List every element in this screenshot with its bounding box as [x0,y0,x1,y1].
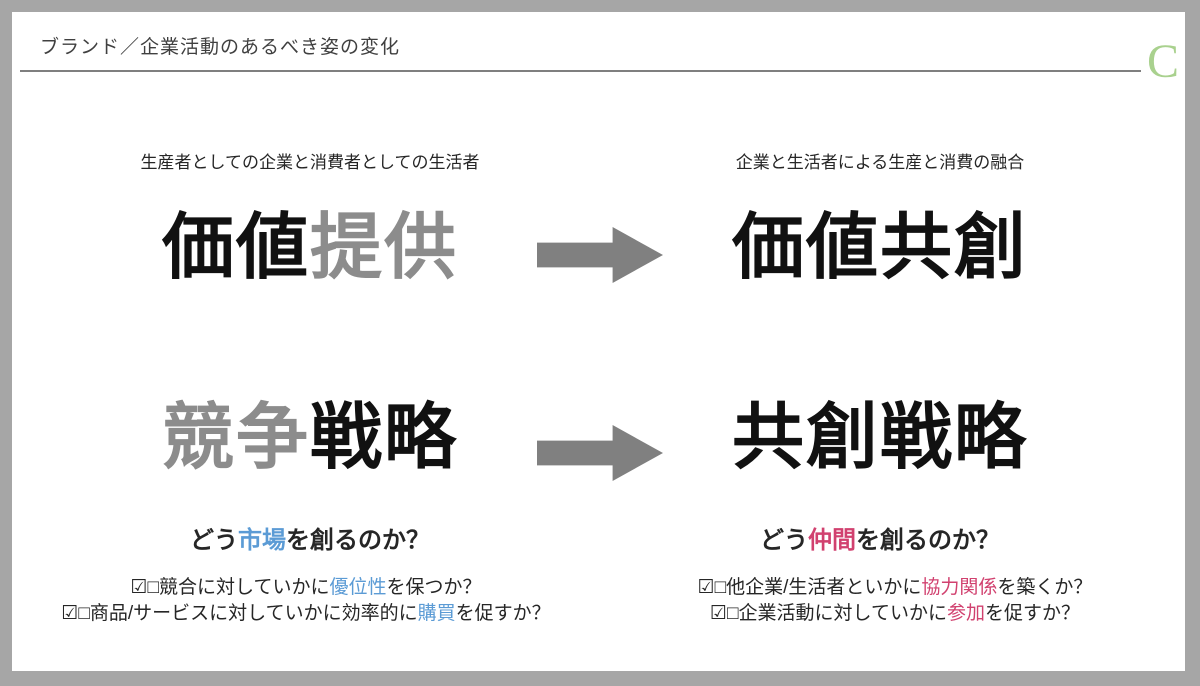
left-bullet-list: ☑□競合に対していかに優位性を保つか？ ☑□商品/サービスに対していかに効率的に… [26,575,586,626]
left-bullet1-pre: ☑□競合に対していかに [130,577,330,598]
right-question-pre: どう [760,527,808,554]
left-bullet1-highlight: 優位性 [329,577,387,598]
left-big2-black-part: 戦略 [310,398,459,478]
left-bullet-1: ☑□競合に対していかに優位性を保つか？ [26,575,586,601]
right-bullet2-post: を促すか？ [984,602,1080,624]
right-big-text-value-kyousou: 価値共創 [731,208,1028,288]
right-big-text-kyosou-senryaku: 共創戦略 [731,398,1028,478]
right-column-header: 企業と生活者による生産と消費の融合 [735,153,1025,172]
right-question-highlight: 仲間 [808,527,856,554]
corner-logo-c: C [1146,35,1179,88]
left-big2-gray-part: 競争 [161,398,310,478]
left-big1-black-part: 価値 [161,208,310,288]
right-bullet-2: ☑□企業活動に対していかに参加を促すか？ [630,601,1160,627]
left-big-text-kyousou-senryaku: 競争戦略 [65,402,555,474]
title-underline [20,70,1141,72]
left-bullet2-pre: ☑□商品/サービスに対していかに効率的に [61,602,418,624]
left-bullet-2: ☑□商品/サービスに対していかに効率的に購買を促すか？ [26,601,586,627]
right-bullet1-pre: ☑□他企業/生活者といかに [697,577,922,598]
slide-title: ブランド／企業活動のあるべき姿の変化 [40,37,401,58]
right-bullet1-highlight: 協力関係 [921,577,998,598]
slide-canvas: ブランド／企業活動のあるべき姿の変化 C 生産者としての企業と消費者としての生活… [12,12,1185,671]
left-column-header: 生産者としての企業と消費者としての生活者 [140,153,480,172]
left-question-pre: どう [190,527,238,554]
right-question-post: を創るのか？ [856,527,1000,554]
left-big-text-value-teikyou: 価値提供 [65,212,555,284]
right-bullet-1: ☑□他企業/生活者といかに協力関係を築くか？ [630,575,1160,601]
left-big1-gray-part: 提供 [310,208,459,288]
left-bullet2-post: を促すか？ [455,602,551,624]
right-bullet2-pre: ☑□企業活動に対していかに [710,602,947,624]
left-bullet1-post: を保つか？ [386,577,482,598]
right-question: どう仲間を創るのか？ [640,520,1120,555]
left-question-post: を創るのか？ [286,527,430,554]
right-bullet1-post: を築くか？ [997,577,1093,598]
left-bullet2-highlight: 購買 [417,602,456,624]
right-bullet2-highlight: 参加 [946,602,985,624]
right-bullet-list: ☑□他企業/生活者といかに協力関係を築くか？ ☑□企業活動に対していかに参加を促… [630,575,1160,626]
left-question: どう市場を創るのか？ [65,520,555,555]
left-question-highlight: 市場 [238,527,286,554]
